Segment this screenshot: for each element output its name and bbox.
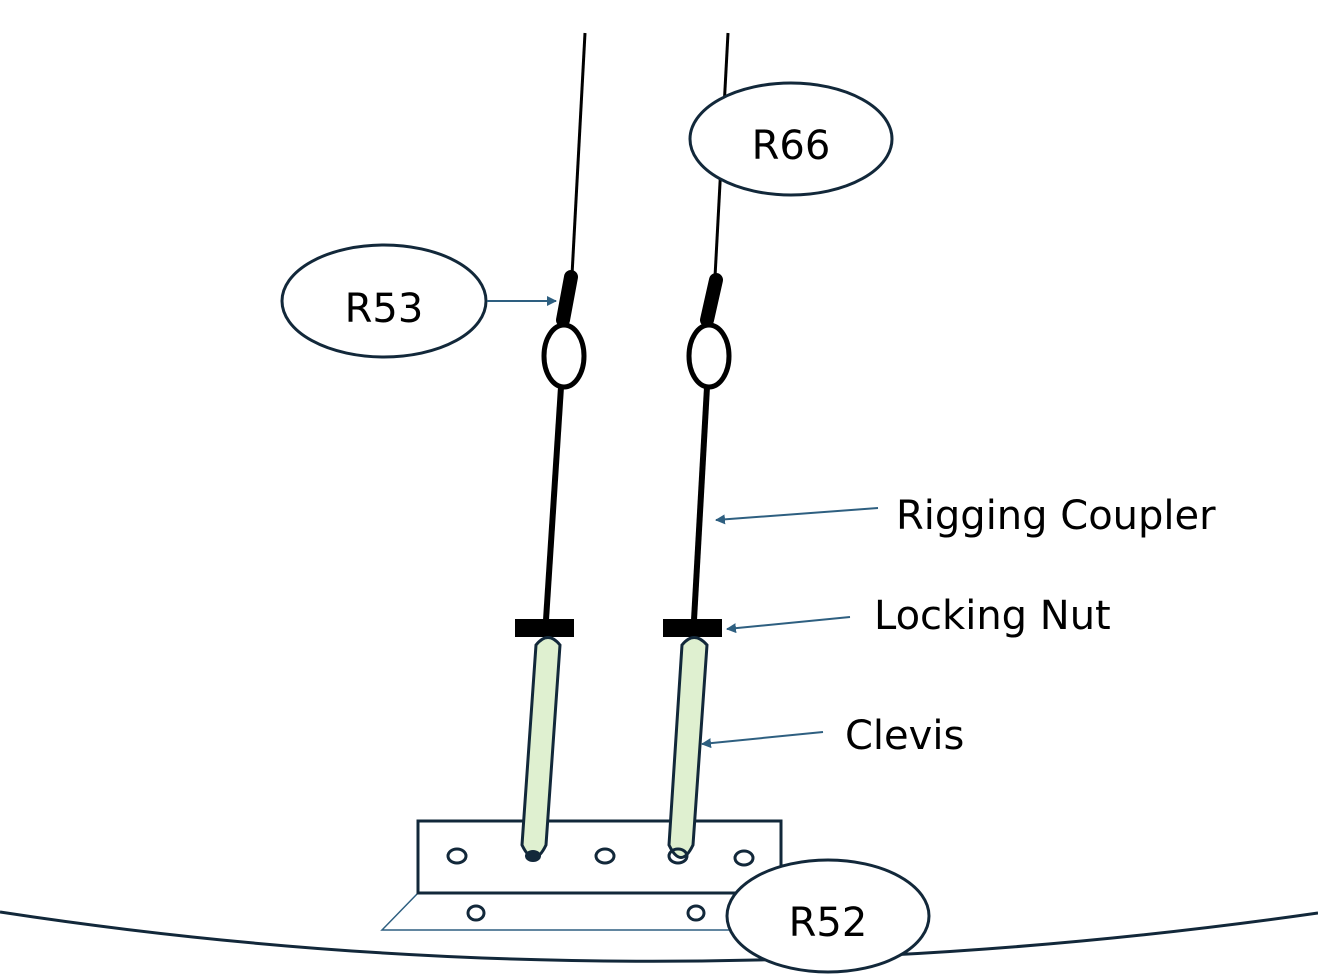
label-locking-nut: Locking Nut [874, 593, 1111, 639]
bracket [416, 819, 783, 895]
label-rigging-coupler: Rigging Coupler [896, 493, 1216, 539]
arrow-clevis [701, 731, 824, 749]
clevis-right [667, 636, 709, 859]
cable-left [515, 32, 587, 862]
rigging-coupler-right [691, 386, 710, 621]
callout-r52-text: R52 [789, 900, 868, 946]
label-clevis: Clevis [845, 713, 964, 759]
callout-r66-text: R66 [752, 123, 831, 169]
callout-r66: R66 [688, 81, 894, 197]
callout-r53-text: R53 [345, 286, 424, 332]
sleeve-left [556, 270, 578, 327]
locking-nut-left [515, 619, 574, 637]
bracket-flange [380, 892, 735, 931]
locking-nut-right [663, 619, 722, 637]
ring-left [541, 322, 587, 390]
ring-right [686, 322, 732, 390]
cable-right [663, 32, 732, 865]
callout-r52: R52 [725, 858, 931, 974]
surface-curve [0, 910, 1318, 963]
arrow-rigging-coupler [715, 507, 879, 525]
sleeve-right [700, 273, 723, 327]
arrow-locking-nut [726, 616, 851, 634]
callout-r53: R53 [280, 243, 557, 359]
rigging-coupler-left [543, 386, 564, 621]
